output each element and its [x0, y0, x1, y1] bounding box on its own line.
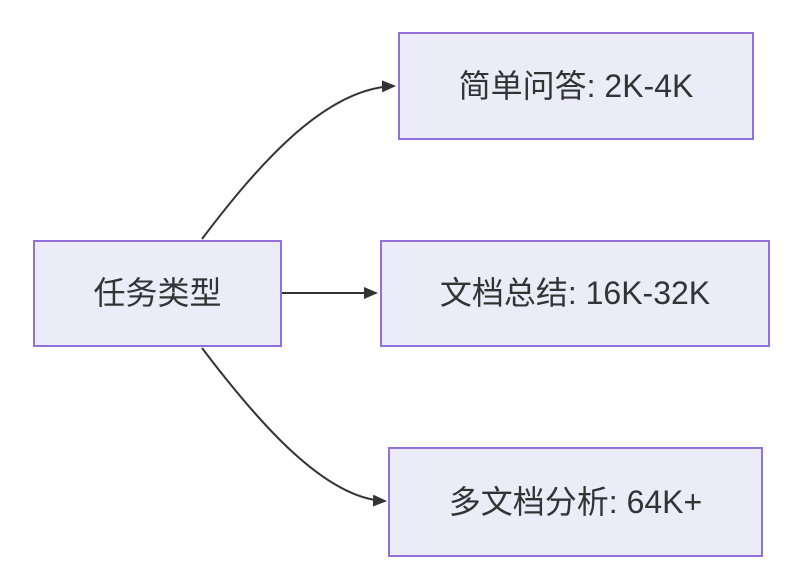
- node-multidoc-analysis-label: 多文档分析: 64K+: [448, 483, 703, 520]
- edge-root-to-multidoc-analysis: [201, 347, 387, 507]
- node-multidoc-analysis: 多文档分析: 64K+: [388, 447, 763, 557]
- edge-root-to-simple-qa: [201, 80, 396, 240]
- node-simple-qa-label: 简单问答: 2K-4K: [458, 67, 694, 104]
- node-doc-summary-label: 文档总结: 16K-32K: [439, 275, 711, 312]
- node-simple-qa: 简单问答: 2K-4K: [398, 32, 754, 140]
- node-task-type-label: 任务类型: [93, 275, 222, 312]
- node-doc-summary: 文档总结: 16K-32K: [380, 240, 770, 347]
- node-task-type: 任务类型: [33, 240, 282, 347]
